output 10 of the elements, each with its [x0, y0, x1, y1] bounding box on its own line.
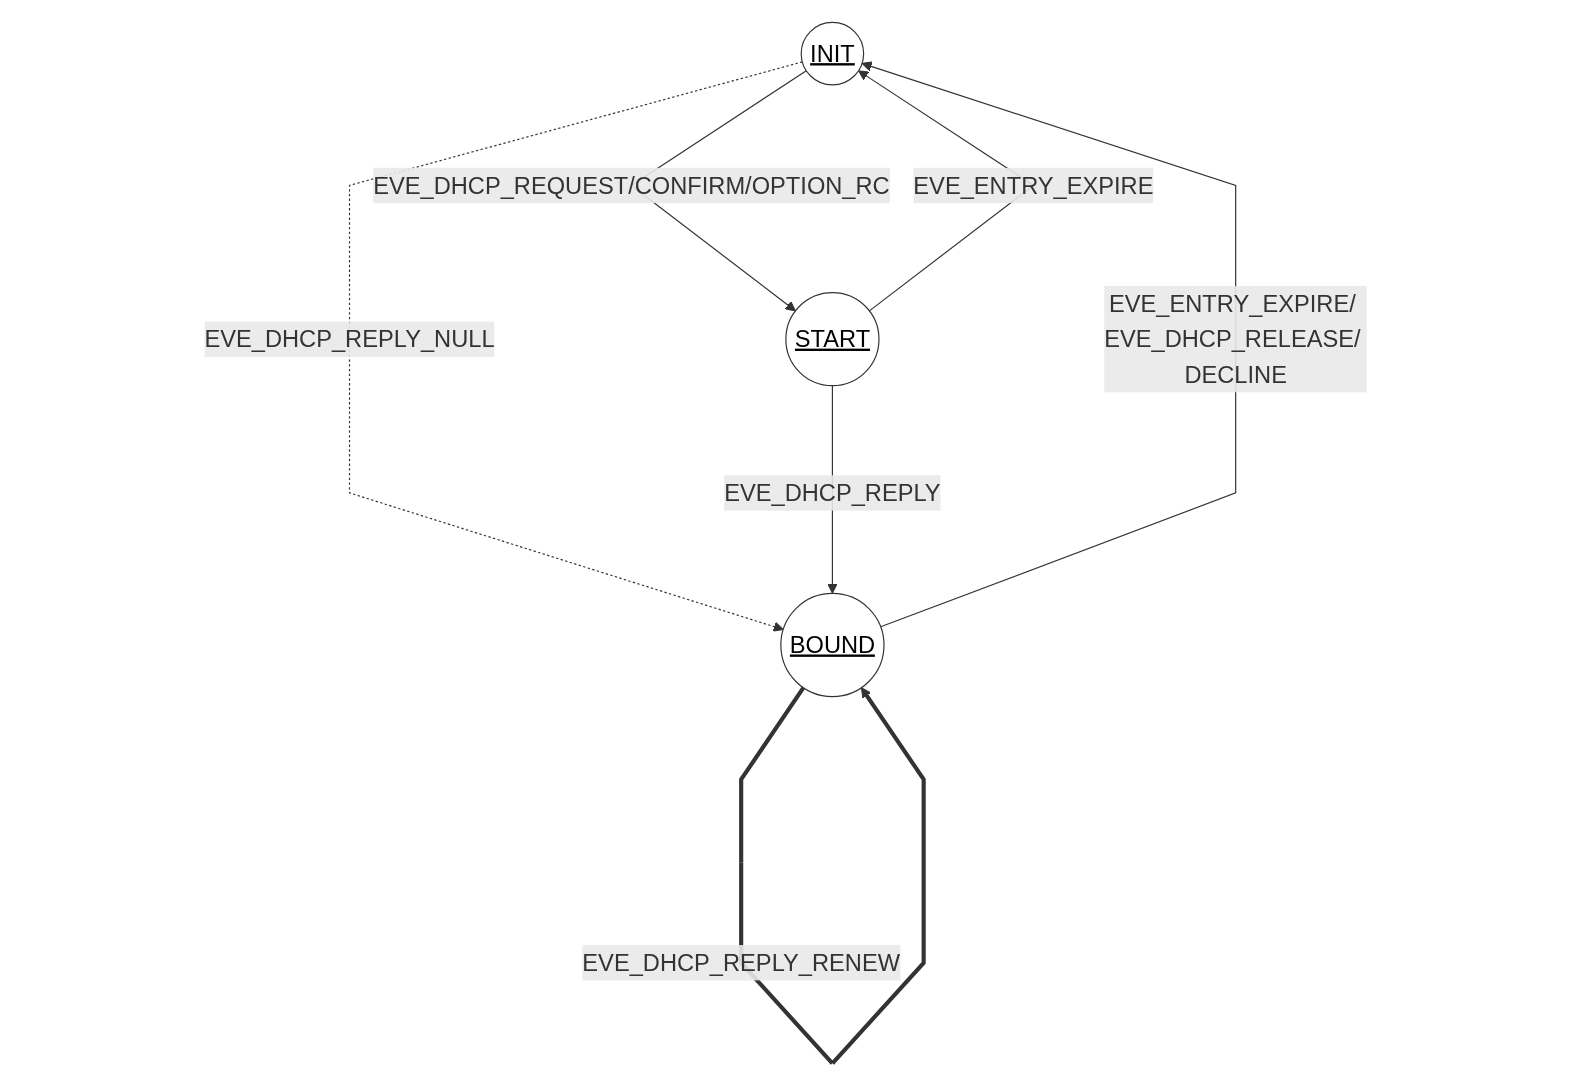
edge-label: EVE_DHCP_REQUEST/CONFIRM/OPTION_RC: [373, 172, 890, 199]
node-circle: INIT: [800, 21, 865, 86]
edge-label: EVE_ENTRY_EXPIRE: [913, 172, 1154, 199]
edge-label: EVE_DHCP_REPLY_RENEW: [582, 949, 901, 976]
edge-label: EVE_ENTRY_EXPIRE/ EVE_DHCP_RELEASE/ DECLINE: [1104, 290, 1361, 388]
edge-label: EVE_DHCP_REPLY_NULL: [204, 326, 495, 353]
node-circle: BOUND: [780, 592, 885, 698]
arrow: [861, 61, 1237, 628]
edge-label: EVE_DHCP_REPLY: [724, 479, 941, 506]
node-circle: START: [785, 292, 880, 387]
